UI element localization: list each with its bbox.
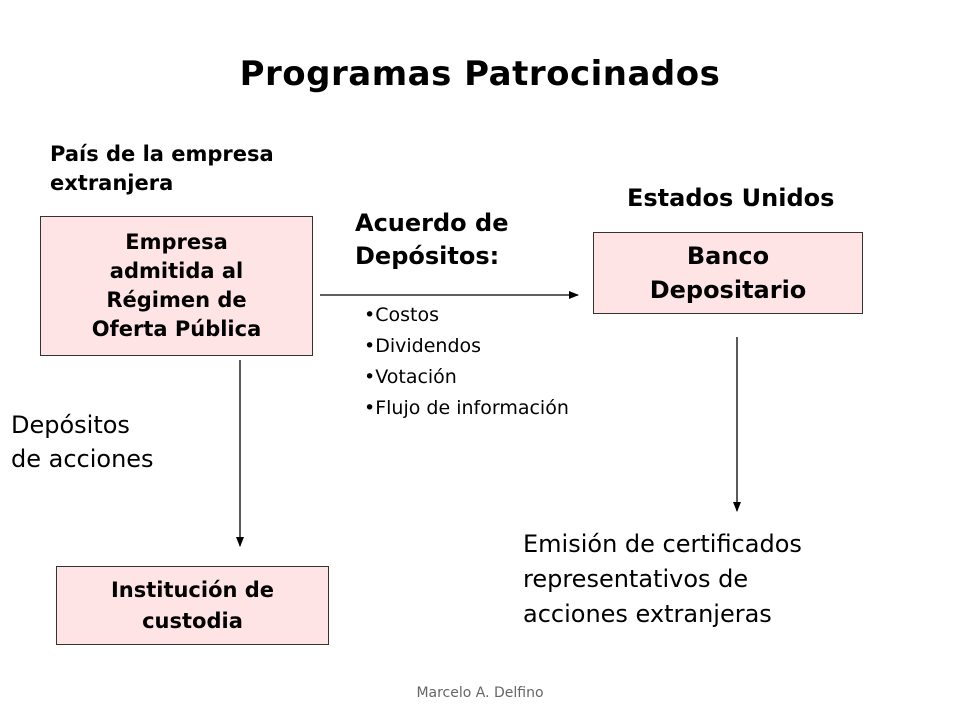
- depositary-bank-box-label: Banco Depositario: [649, 242, 807, 304]
- agreement-items-list: Costos Dividendos Votación Flujo de info…: [364, 300, 569, 424]
- custody-box-label: Institución de custodia: [110, 577, 275, 633]
- custody-box: Institución de custodia: [56, 566, 329, 645]
- issuance-label: Emisión de certificados representativos …: [523, 530, 802, 628]
- list-item: Costos: [364, 300, 569, 331]
- list-item: Flujo de información: [364, 393, 569, 424]
- list-item: Dividendos: [364, 331, 569, 362]
- deposit-agreement-label: Acuerdo de Depósitos:: [355, 209, 509, 270]
- list-item: Votación: [364, 362, 569, 393]
- footer-author: Marcelo A. Delfino: [416, 685, 544, 701]
- depositary-bank-box: Banco Depositario: [593, 232, 863, 314]
- company-box: Empresa admitida al Régimen de Oferta Pú…: [40, 216, 313, 356]
- united-states-label: Estados Unidos: [627, 184, 835, 212]
- share-deposits-label: Depósitos de acciones: [11, 411, 154, 473]
- country-of-company-label: País de la empresa extranjera: [50, 142, 274, 195]
- company-box-label: Empresa admitida al Régimen de Oferta Pú…: [91, 230, 262, 341]
- page-title: Programas Patrocinados: [239, 54, 721, 94]
